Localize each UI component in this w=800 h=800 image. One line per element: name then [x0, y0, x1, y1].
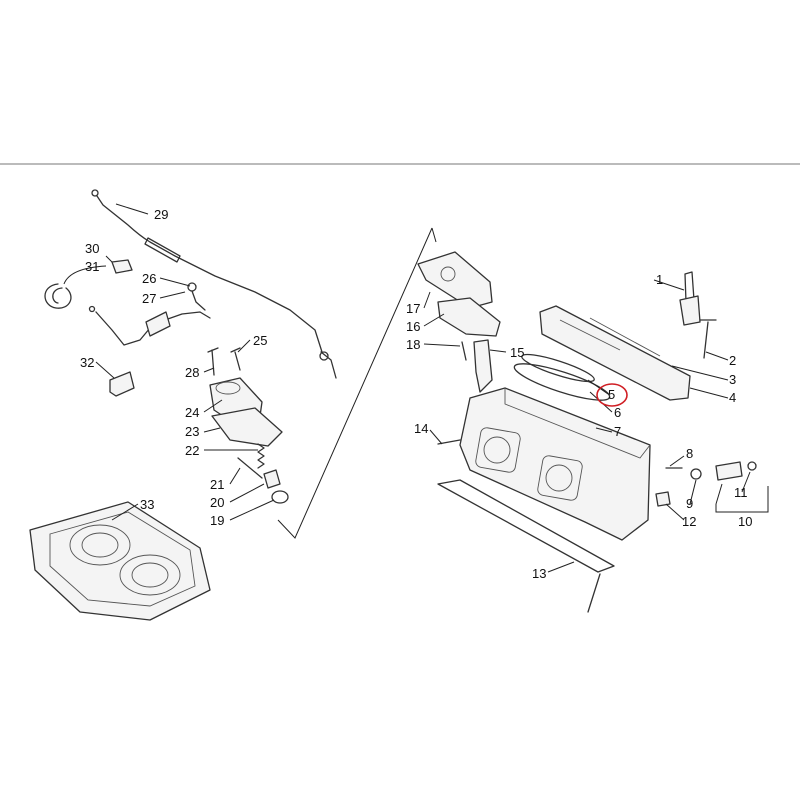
callout-11: 11 [734, 485, 748, 500]
pin [461, 341, 467, 361]
callout-19: 19 [210, 513, 224, 528]
o-ring [513, 363, 611, 401]
throttle-cable [91, 189, 337, 379]
callout-31: 31 [85, 259, 99, 274]
callout-23: 23 [185, 424, 199, 439]
cylinder-block [459, 387, 651, 541]
callout-2: 2 [729, 353, 736, 368]
callout-7: 7 [614, 424, 621, 439]
temp-sensor [715, 461, 743, 481]
callout-25: 25 [253, 333, 267, 348]
head-cover [539, 305, 691, 401]
sensor-seal [747, 461, 757, 471]
callout-17: 17 [406, 301, 420, 316]
screw [207, 347, 219, 376]
callout-16: 16 [406, 319, 420, 334]
cable-clamp [111, 259, 133, 274]
callout-6: 6 [614, 405, 621, 420]
callout-29: 29 [154, 207, 168, 222]
callout-32: 32 [80, 355, 94, 370]
callout-14: 14 [414, 421, 428, 436]
wire-ring [44, 283, 72, 309]
plate-gasket [437, 297, 501, 337]
head-bolt [699, 319, 717, 359]
callout-8: 8 [686, 446, 693, 461]
callout-4: 4 [729, 390, 736, 405]
slide-gasket [211, 407, 283, 447]
callout-5: 5 [608, 387, 615, 402]
callout-10: 10 [738, 514, 752, 529]
callout-15: 15 [510, 345, 524, 360]
group-bracket [277, 227, 433, 539]
callout-9: 9 [686, 496, 693, 511]
choke-cable [88, 305, 211, 346]
fitting-ring [690, 468, 702, 480]
callout-3: 3 [729, 372, 736, 387]
cylinder-gasket [437, 479, 615, 573]
mount-bracket [109, 371, 135, 397]
spring [257, 443, 265, 469]
jet [263, 469, 281, 489]
callout-13: 13 [532, 566, 546, 581]
callout-30: 30 [85, 241, 99, 256]
callout-24: 24 [185, 405, 199, 420]
washer [271, 490, 289, 504]
callout-33: 33 [140, 497, 154, 512]
highlight-circle [596, 383, 628, 407]
callout-1: 1 [656, 272, 663, 287]
callout-20: 20 [210, 495, 224, 510]
gasket-ring [521, 353, 595, 383]
spark-plug [679, 271, 701, 326]
callout-18: 18 [406, 337, 420, 352]
sleeve [655, 491, 671, 507]
base-gasket [29, 501, 211, 621]
base-stud [587, 573, 601, 613]
valve-bracket [473, 339, 493, 393]
leader-lines [63, 203, 769, 573]
callout-22: 22 [185, 443, 199, 458]
callout-12: 12 [682, 514, 696, 529]
callout-28: 28 [185, 365, 199, 380]
bolt [237, 457, 263, 479]
callout-26: 26 [142, 271, 156, 286]
callout-21: 21 [210, 477, 224, 492]
callout-27: 27 [142, 291, 156, 306]
intake-plate [417, 251, 493, 309]
cable-clip [187, 282, 197, 292]
